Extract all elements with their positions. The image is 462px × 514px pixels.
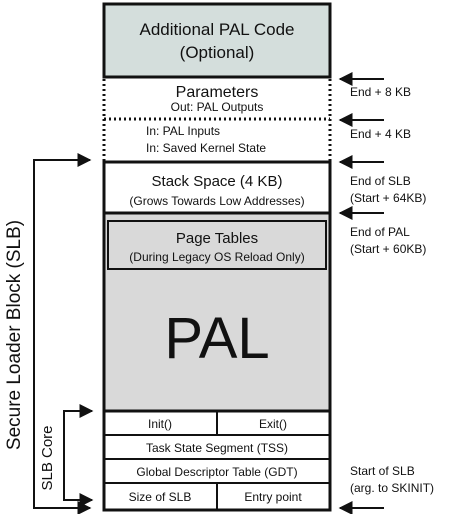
size-of-slb-label: Size of SLB bbox=[129, 490, 192, 504]
pal-inputs-label: In: PAL Inputs bbox=[146, 124, 220, 138]
pal-label: PAL bbox=[164, 306, 269, 371]
slb-core-side-label: SLB Core bbox=[39, 425, 56, 490]
start-slb-label: Start of SLB bbox=[350, 464, 415, 478]
end-4kb-label: End + 4 KB bbox=[350, 127, 411, 141]
page-tables-subtitle: (During Legacy OS Reload Only) bbox=[129, 250, 304, 264]
stack-space-subtitle: (Grows Towards Low Addresses) bbox=[129, 194, 304, 208]
end-pal-offset-label: (Start + 60KB) bbox=[350, 242, 426, 256]
parameters-title: Parameters bbox=[176, 84, 259, 101]
slb-core-rows: Init() Exit() Task State Segment (TSS) G… bbox=[104, 409, 330, 510]
right-annotations: End + 8 KB End + 4 KB End of SLB (Start … bbox=[350, 85, 434, 495]
end-8kb-label: End + 8 KB bbox=[350, 85, 411, 99]
stack-space-block: Stack Space (4 KB) (Grows Towards Low Ad… bbox=[104, 173, 330, 215]
additional-pal-code-box bbox=[102, 2, 332, 79]
init-label: Init() bbox=[148, 417, 172, 431]
slb-side-label: Secure Loader Block (SLB) bbox=[4, 220, 25, 450]
parameters-block: Parameters Out: PAL Outputs In: PAL Inpu… bbox=[102, 79, 332, 161]
tss-label: Task State Segment (TSS) bbox=[146, 441, 288, 455]
additional-pal-code-block: Additional PAL Code (Optional) bbox=[102, 2, 332, 79]
slb-bracket: Secure Loader Block (SLB) bbox=[4, 153, 92, 514]
entry-point-label: Entry point bbox=[244, 490, 302, 504]
gdt-label: Global Descriptor Table (GDT) bbox=[136, 465, 297, 479]
additional-pal-code-label: Additional PAL Code bbox=[140, 20, 295, 39]
stack-space-title: Stack Space (4 KB) bbox=[152, 173, 283, 190]
additional-pal-code-optional: (Optional) bbox=[180, 43, 255, 62]
slb-core-bracket-line bbox=[63, 404, 94, 507]
start-slb-arg-label: (arg. to SKINIT) bbox=[350, 481, 434, 495]
end-slb-label: End of SLB bbox=[350, 174, 411, 188]
end-slb-offset-label: (Start + 64KB) bbox=[350, 191, 426, 205]
page-tables-title: Page Tables bbox=[176, 230, 258, 247]
page-tables-box bbox=[107, 220, 327, 270]
page-tables-block: Page Tables (During Legacy OS Reload Onl… bbox=[107, 220, 327, 270]
saved-kernel-state-label: In: Saved Kernel State bbox=[146, 141, 266, 155]
slb-core-bracket: SLB Core bbox=[39, 404, 94, 507]
slb-bracket-line bbox=[33, 153, 92, 514]
right-arrows bbox=[338, 72, 384, 514]
parameters-out-label: Out: PAL Outputs bbox=[171, 100, 264, 114]
end-pal-label: End of PAL bbox=[350, 225, 410, 239]
exit-label: Exit() bbox=[259, 417, 287, 431]
